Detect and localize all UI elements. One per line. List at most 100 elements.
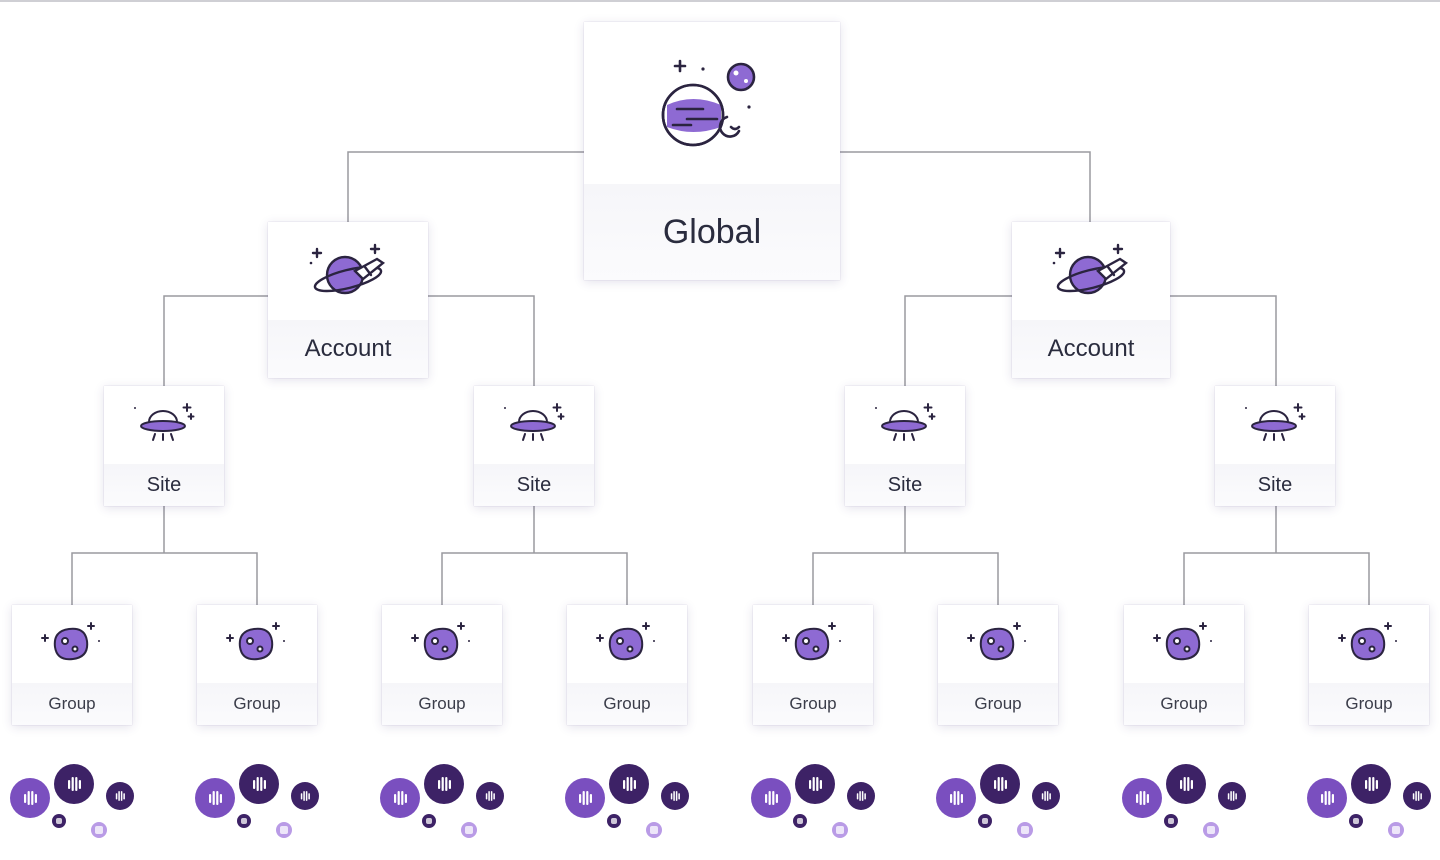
agent-logo-icon — [1122, 778, 1162, 818]
asteroid-icon — [382, 605, 502, 683]
group-node[interactable]: Group — [753, 605, 873, 725]
agent-logo-icon — [106, 782, 134, 810]
account-node[interactable]: Account — [268, 222, 428, 378]
endpoint-cluster — [195, 764, 325, 844]
agent-logo-icon — [422, 814, 436, 828]
group-label: Group — [1309, 683, 1429, 725]
asteroid-icon — [12, 605, 132, 683]
asteroid-icon — [1309, 605, 1429, 683]
connector-site1-groups — [71, 506, 258, 605]
planets-icon — [584, 22, 840, 184]
endpoint-cluster — [10, 764, 140, 844]
group-node[interactable]: Group — [567, 605, 687, 725]
group-node[interactable]: Group — [382, 605, 502, 725]
asteroid-icon — [197, 605, 317, 683]
connector-account-site-3 — [904, 295, 1012, 386]
group-label: Group — [382, 683, 502, 725]
ufo-icon — [1215, 386, 1335, 464]
group-label: Group — [567, 683, 687, 725]
agent-logo-icon — [476, 782, 504, 810]
agent-logo-icon — [793, 814, 807, 828]
group-label: Group — [1124, 683, 1244, 725]
group-node[interactable]: Group — [1124, 605, 1244, 725]
connector-site2-groups — [441, 506, 628, 605]
agent-logo-icon — [751, 778, 791, 818]
agent-logo-icon — [1164, 814, 1178, 828]
site-label: Site — [104, 464, 224, 506]
agent-logo-icon — [1388, 822, 1404, 838]
agent-logo-icon — [461, 822, 477, 838]
account-label: Account — [268, 320, 428, 378]
agent-logo-icon — [1307, 778, 1347, 818]
connector-account-site-2 — [428, 295, 535, 386]
asteroid-icon — [567, 605, 687, 683]
agent-logo-icon — [978, 814, 992, 828]
agent-logo-icon — [609, 764, 649, 804]
group-node[interactable]: Group — [1309, 605, 1429, 725]
site-node[interactable]: Site — [1215, 386, 1335, 506]
site-node[interactable]: Site — [474, 386, 594, 506]
connector-site3-groups — [812, 506, 999, 605]
agent-logo-icon — [1017, 822, 1033, 838]
ufo-icon — [104, 386, 224, 464]
agent-logo-icon — [10, 778, 50, 818]
agent-logo-icon — [1032, 782, 1060, 810]
agent-logo-icon — [795, 764, 835, 804]
agent-logo-icon — [195, 778, 235, 818]
agent-logo-icon — [1403, 782, 1431, 810]
endpoint-cluster — [936, 764, 1066, 844]
agent-logo-icon — [936, 778, 976, 818]
connector-site4-groups — [1183, 506, 1370, 605]
asteroid-icon — [753, 605, 873, 683]
agent-logo-icon — [1203, 822, 1219, 838]
connector-account-site-1 — [163, 295, 268, 386]
group-label: Group — [753, 683, 873, 725]
agent-logo-icon — [646, 822, 662, 838]
global-node[interactable]: Global — [584, 22, 840, 280]
endpoint-cluster — [565, 764, 695, 844]
agent-logo-icon — [291, 782, 319, 810]
agent-logo-icon — [54, 764, 94, 804]
group-label: Group — [12, 683, 132, 725]
agent-logo-icon — [565, 778, 605, 818]
group-node[interactable]: Group — [938, 605, 1058, 725]
group-node[interactable]: Group — [12, 605, 132, 725]
asteroid-icon — [1124, 605, 1244, 683]
ufo-icon — [845, 386, 965, 464]
rocket-planet-icon — [268, 222, 428, 320]
agent-logo-icon — [380, 778, 420, 818]
group-label: Group — [938, 683, 1058, 725]
connector-account-site-4 — [1170, 295, 1277, 386]
agent-logo-icon — [1218, 782, 1246, 810]
agent-logo-icon — [1349, 814, 1363, 828]
group-label: Group — [197, 683, 317, 725]
agent-logo-icon — [52, 814, 66, 828]
site-label: Site — [845, 464, 965, 506]
agent-logo-icon — [832, 822, 848, 838]
endpoint-cluster — [380, 764, 510, 844]
agent-logo-icon — [847, 782, 875, 810]
endpoint-cluster — [751, 764, 881, 844]
agent-logo-icon — [237, 814, 251, 828]
site-node[interactable]: Site — [104, 386, 224, 506]
asteroid-icon — [938, 605, 1058, 683]
connector-global-account-left — [347, 151, 584, 222]
group-node[interactable]: Group — [197, 605, 317, 725]
endpoint-cluster — [1122, 764, 1252, 844]
agent-logo-icon — [661, 782, 689, 810]
endpoint-cluster — [1307, 764, 1437, 844]
agent-logo-icon — [424, 764, 464, 804]
agent-logo-icon — [607, 814, 621, 828]
account-node[interactable]: Account — [1012, 222, 1170, 378]
agent-logo-icon — [1166, 764, 1206, 804]
agent-logo-icon — [980, 764, 1020, 804]
site-node[interactable]: Site — [845, 386, 965, 506]
connector-global-account-right — [840, 151, 1091, 222]
rocket-planet-icon — [1012, 222, 1170, 320]
agent-logo-icon — [1351, 764, 1391, 804]
account-label: Account — [1012, 320, 1170, 378]
global-label: Global — [584, 184, 840, 280]
top-rule — [0, 0, 1440, 2]
agent-logo-icon — [276, 822, 292, 838]
